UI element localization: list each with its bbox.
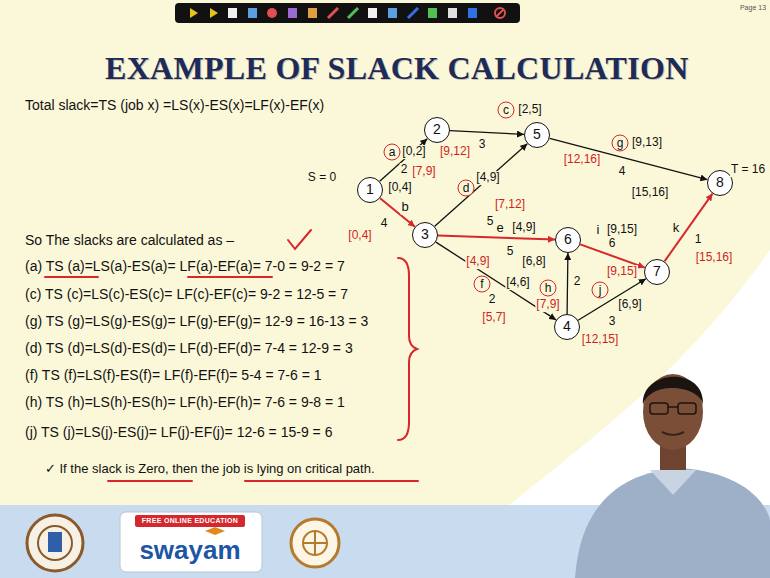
- activity-label: g: [612, 135, 629, 152]
- activity-label: d: [458, 180, 475, 197]
- activity-label: f: [474, 276, 491, 293]
- activity-label: i: [596, 223, 601, 238]
- event-node: 6: [555, 227, 581, 253]
- early-times: [9,15]: [606, 223, 638, 237]
- event-node: 5: [524, 122, 550, 148]
- third-logo: [291, 519, 339, 567]
- early-times: [0,2]: [401, 145, 426, 159]
- activity-label: e: [495, 221, 504, 236]
- duration: 3: [478, 138, 487, 152]
- activity-label: h: [540, 280, 557, 297]
- early-times: [4,9]: [475, 171, 500, 185]
- slack-line: (d) TS (d)=LS(d)-ES(d)= LF(d)-EF(d)= 7-4…: [25, 340, 353, 356]
- node-number: 4: [563, 319, 571, 334]
- slack-line: (c) TS (c)=LS(c)-ES(c)= LF(c)-EF(c)= 9-2…: [25, 286, 348, 302]
- early-times: [2,5]: [517, 103, 542, 117]
- event-node: 3: [412, 222, 438, 248]
- late-times: [7,12]: [494, 198, 526, 212]
- formula-text: Total slack=TS (job x) =LS(x)-ES(x)=LF(x…: [25, 97, 324, 113]
- duration: 1: [694, 233, 703, 247]
- activity-label: j: [592, 282, 609, 299]
- slack-line: (f) TS (f)=LS(f)-ES(f)= LF(f)-EF(f)= 5-4…: [25, 367, 322, 383]
- duration: 5: [506, 245, 515, 259]
- slack-line: (j) TS (j)=LS(j)-ES(j)= LF(j)-EF(j)= 12-…: [25, 424, 332, 440]
- early-times: [15,16]: [631, 186, 670, 200]
- toolbar-icons: [190, 8, 505, 18]
- late-times: [0,4]: [347, 229, 372, 243]
- slack-line: (h) TS (h)=LS(h)-ES(h)= LF(h)-EF(h)= 7-6…: [25, 394, 345, 410]
- early-times: [0,4]: [387, 181, 412, 195]
- early-times: [6,9]: [617, 298, 642, 312]
- duration: 6: [608, 237, 617, 251]
- node-number: 3: [421, 227, 429, 242]
- swayam-band: [135, 515, 245, 527]
- node-number: 7: [653, 264, 661, 279]
- slide-title: EXAMPLE OF SLACK CALCULATION: [105, 50, 689, 87]
- late-times: [9,12]: [439, 145, 471, 159]
- late-times: [5,7]: [481, 311, 506, 325]
- duration: 2: [400, 163, 409, 177]
- late-times: [12,15]: [581, 333, 620, 347]
- early-times: [4,6]: [505, 276, 530, 290]
- duration: 3: [608, 315, 617, 329]
- early-times: [4,9]: [511, 221, 536, 235]
- late-times: [15,16]: [695, 251, 734, 265]
- institute-logo: [27, 515, 83, 571]
- intro-text: So The slacks are calculated as –: [25, 232, 234, 248]
- slack-line: (a) TS (a)=LS(a)-ES(a)= LF(a)-EF(a)= 7-0…: [25, 258, 345, 274]
- slack-line: (g) TS (g)=LS(g)-ES(g)= LF(g)-EF(g)= 12-…: [25, 313, 368, 329]
- duration: 5: [486, 215, 495, 229]
- toolbar: [175, 3, 520, 23]
- swayam-cap: [205, 527, 225, 535]
- activity-arrow: [438, 236, 555, 240]
- activity-label: c: [498, 102, 515, 119]
- end-time: T = 16: [730, 163, 766, 177]
- conclusion-note: ✓ If the slack is Zero, then the job is …: [45, 462, 375, 477]
- node-number: 8: [716, 175, 724, 190]
- activity-arrow: [450, 131, 524, 135]
- duration: 4: [618, 165, 627, 179]
- logo-tagline: FREE ONLINE EDUCATION: [142, 517, 238, 525]
- early-times: [6,8]: [521, 255, 546, 269]
- node-number: 2: [433, 122, 441, 137]
- late-times: [9,15]: [606, 265, 638, 279]
- page-number: Page 13: [740, 4, 766, 12]
- activity-label: b: [400, 200, 409, 215]
- event-node: 2: [424, 117, 450, 143]
- activity-arrow: [435, 144, 528, 227]
- presenter: [575, 374, 770, 578]
- node-number: 1: [366, 182, 374, 197]
- start-time: S = 0: [307, 171, 337, 185]
- late-times: [7,9]: [535, 298, 560, 312]
- event-node: 1: [357, 177, 383, 203]
- activity-label: k: [672, 221, 681, 236]
- duration: 2: [488, 293, 497, 307]
- duration: 2: [573, 275, 582, 289]
- late-times: [4,9]: [465, 255, 490, 269]
- node-number: 5: [533, 127, 541, 142]
- duration: 4: [380, 217, 389, 231]
- activity-label: a: [384, 144, 401, 161]
- swayam-logo-box: [120, 512, 262, 572]
- node-number: 6: [564, 232, 572, 247]
- activity-arrow: [550, 138, 708, 179]
- early-times: [9,13]: [631, 136, 663, 150]
- activity-arrow: [578, 279, 646, 320]
- late-times: [7,9]: [411, 165, 436, 179]
- event-node: 7: [644, 259, 670, 285]
- logo-name: swayam: [139, 536, 240, 566]
- activity-arrow: [566, 253, 568, 314]
- event-node: 4: [554, 314, 580, 340]
- late-times: [12,16]: [563, 153, 602, 167]
